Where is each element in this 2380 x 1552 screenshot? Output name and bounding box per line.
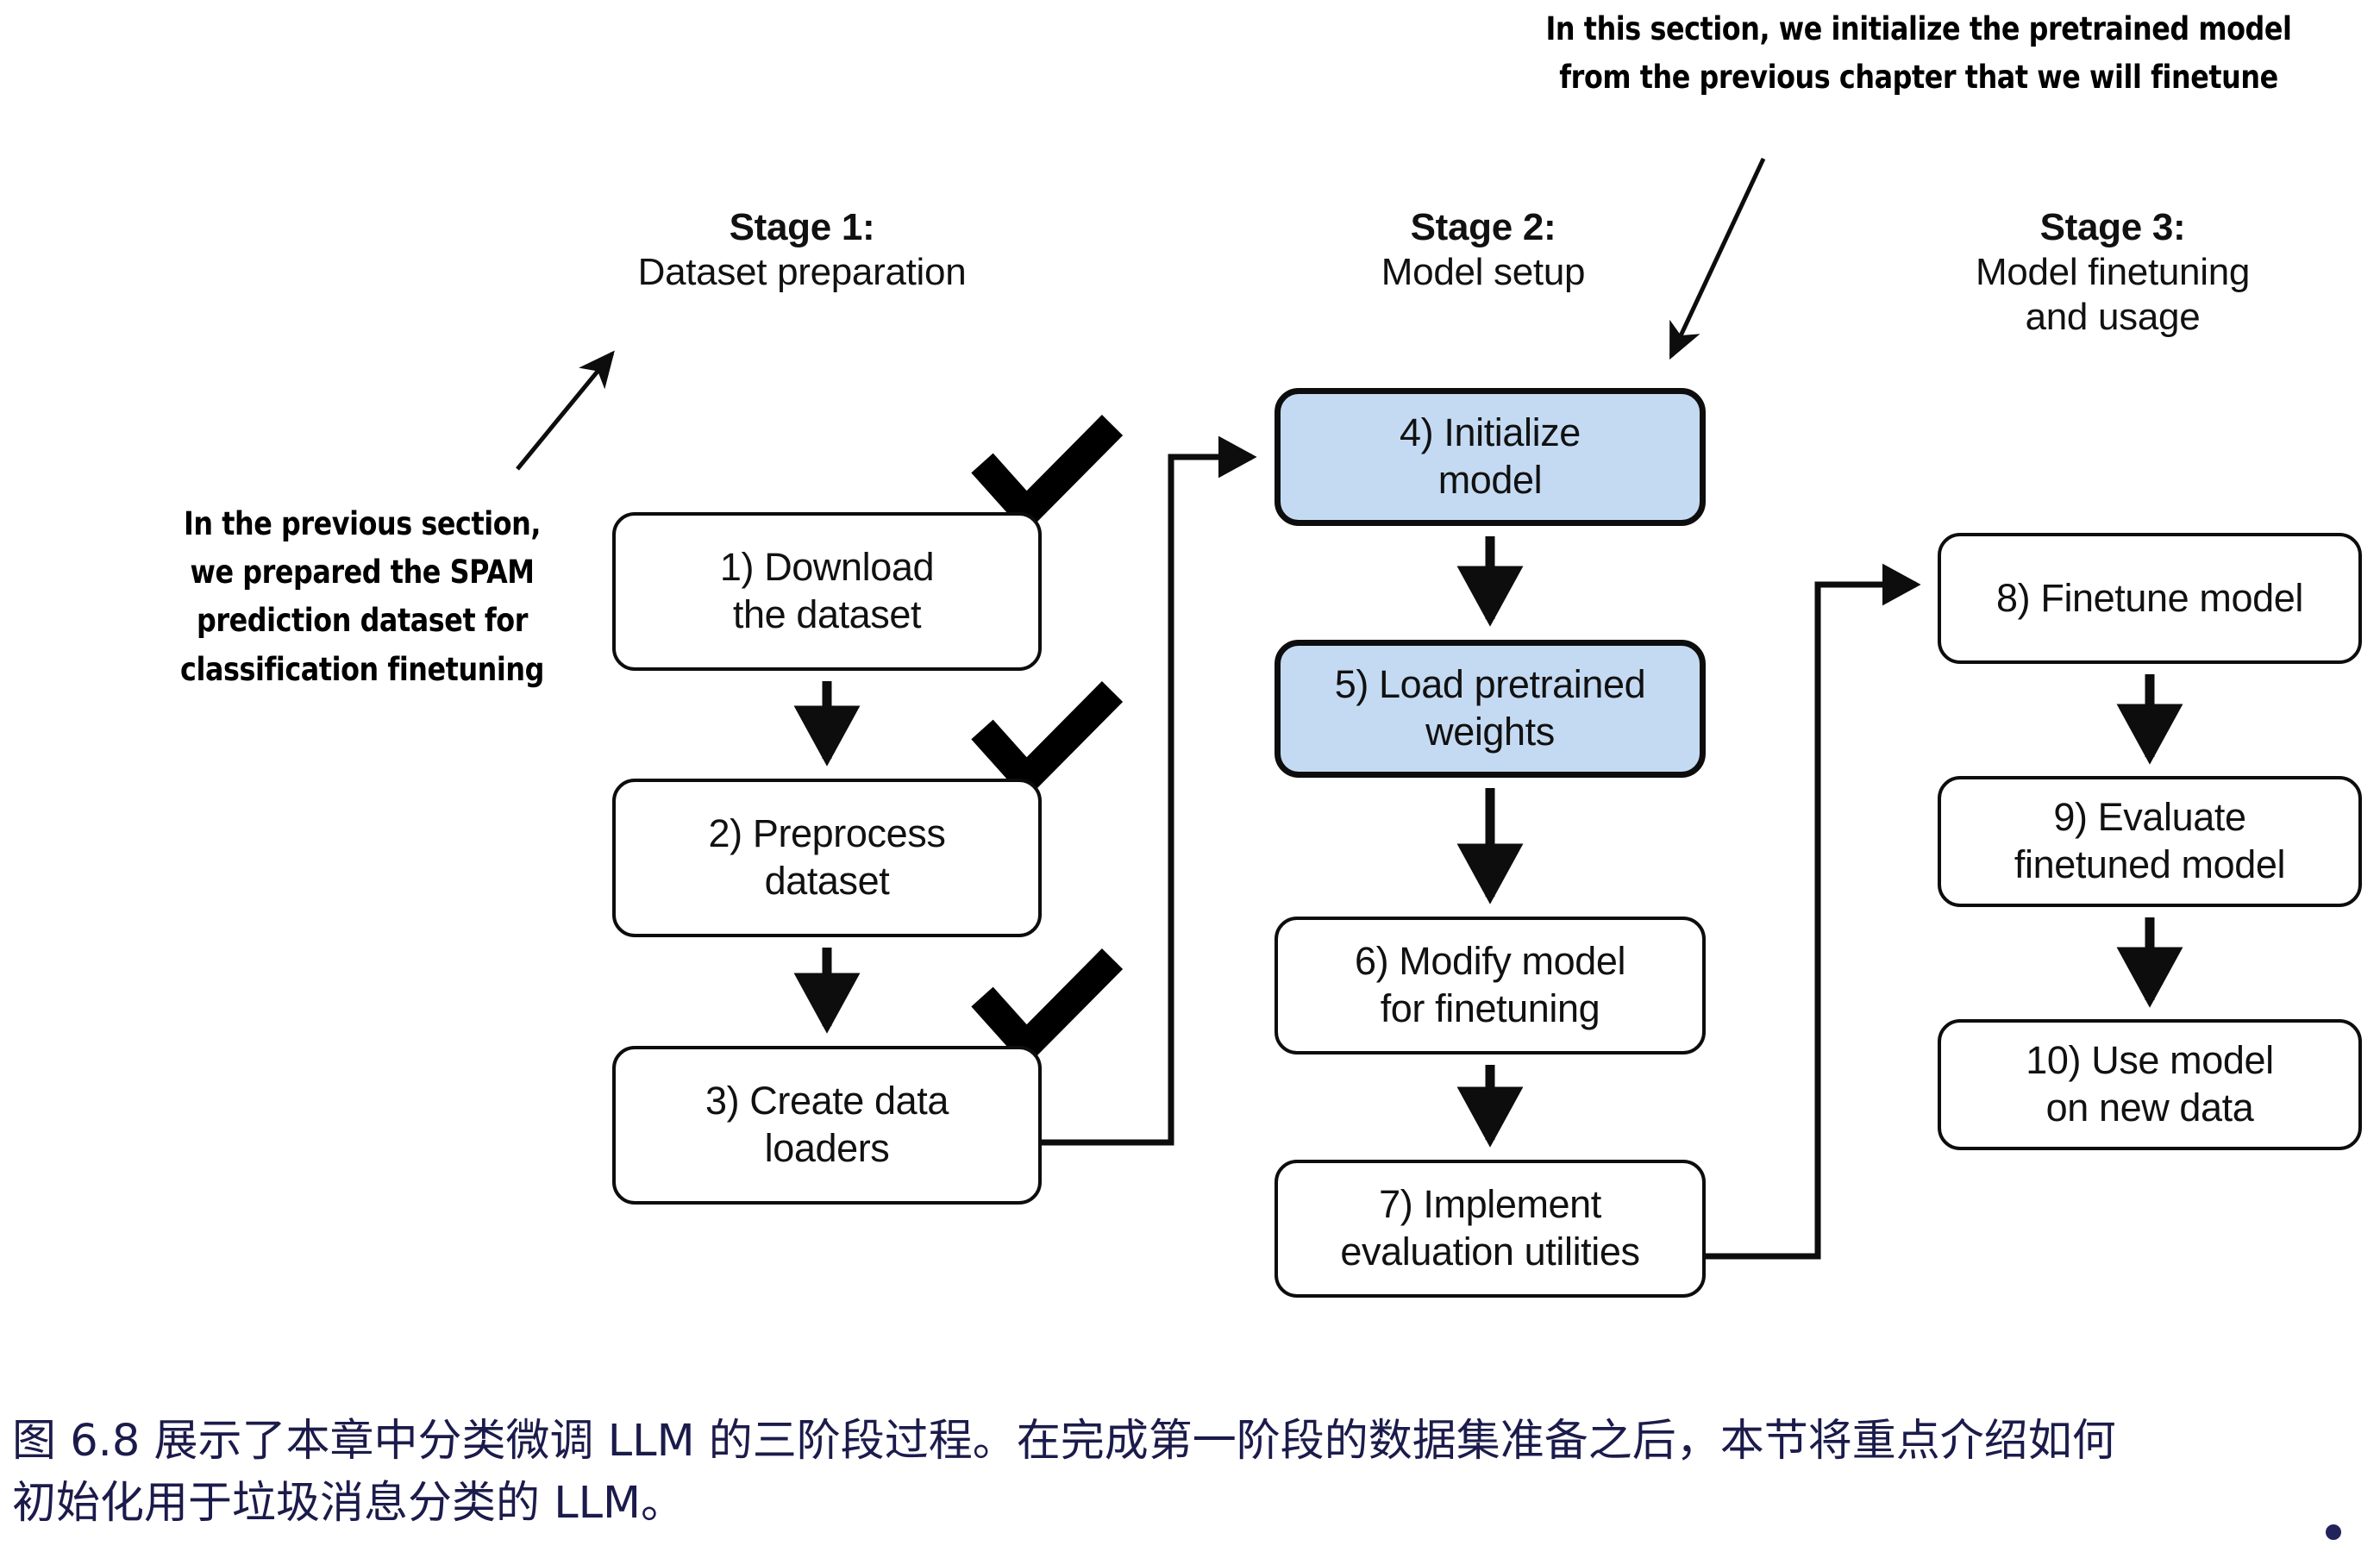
flow-box-download-dataset[interactable]: 1) Download the dataset	[612, 512, 1042, 671]
stage-1-header: Stage 1: Dataset preparation	[535, 205, 1069, 295]
flow-box-1-line-2: the dataset	[732, 592, 922, 636]
flow-box-10-line-2: on new data	[2045, 1086, 2254, 1130]
flow-box-5-line-1: 5) Load pretrained	[1334, 662, 1646, 707]
annotation-left: In the previous section, we prepared the…	[147, 500, 578, 694]
stage-3-title: Stage 3:	[2039, 206, 2186, 248]
flow-box-initialize-model[interactable]: 4) Initialize model	[1275, 388, 1706, 526]
flow-box-9-line-2: finetuned model	[2014, 842, 2286, 886]
flow-box-2-line-1: 2) Preprocess	[708, 811, 946, 856]
stage-1-subtitle: Dataset preparation	[637, 250, 967, 293]
flow-box-1-line-1: 1) Download	[719, 545, 935, 590]
stage-2-title: Stage 2:	[1410, 206, 1556, 248]
annotation-left-line-4: classification finetuning	[180, 650, 544, 688]
flow-box-3-line-2: loaders	[764, 1126, 890, 1170]
flow-box-9-line-1: 9) Evaluate	[2053, 795, 2246, 840]
flow-box-create-data-loaders[interactable]: 3) Create data loaders	[612, 1046, 1042, 1205]
flow-box-2-line-2: dataset	[764, 859, 890, 903]
stage-3-header: Stage 3: Model finetuning and usage	[1854, 205, 2371, 340]
flow-box-use-model-on-new-data[interactable]: 10) Use model on new data	[1938, 1019, 2362, 1150]
stage-2-subtitle: Model setup	[1381, 250, 1586, 293]
flow-box-7-line-1: 7) Implement	[1379, 1182, 1601, 1227]
flow-box-4-line-2: model	[1437, 458, 1543, 502]
annotation-arrow-left	[516, 350, 615, 471]
stage-2-header: Stage 2: Model setup	[1242, 205, 1725, 295]
flow-box-4-line-1: 4) Initialize	[1400, 410, 1581, 455]
flow-box-7-line-2: evaluation utilities	[1340, 1230, 1640, 1274]
flow-box-3-line-1: 3) Create data	[705, 1079, 949, 1123]
flow-box-evaluate-finetuned-model[interactable]: 9) Evaluate finetuned model	[1938, 776, 2362, 907]
flow-box-8-line-1: 8) Finetune model	[1996, 575, 2303, 620]
stage-3-subtitle-line-2: and usage	[2025, 295, 2201, 338]
annotation-top-right-line-1: In this section, we initialize the pretr…	[1545, 10, 2292, 47]
annotation-top-right: In this section, we initialize the pretr…	[1530, 5, 2308, 102]
checkmark-icon-box3	[971, 948, 1124, 1067]
annotation-left-line-2: we prepared the SPAM	[190, 554, 535, 591]
connector-stage1-to-stage2	[1042, 435, 1257, 1146]
checkmark-icon-box2	[971, 681, 1124, 800]
figure-caption-line-1: 图 6.8 展示了本章中分类微调 LLM 的三阶段过程。在完成第一阶段的数据集准…	[12, 1416, 2116, 1467]
checkmark-icon-box1	[971, 415, 1124, 534]
flow-box-finetune-model[interactable]: 8) Finetune model	[1938, 533, 2362, 664]
flow-box-load-pretrained-weights[interactable]: 5) Load pretrained weights	[1275, 640, 1706, 778]
annotation-left-line-1: In the previous section,	[183, 505, 542, 542]
figure-caption-line-2: 初始化用于垃圾消息分类的 LLM。	[12, 1478, 686, 1530]
stage-3-subtitle-line-1: Model finetuning	[1975, 250, 2251, 293]
stage-1-title: Stage 1:	[729, 206, 875, 248]
flow-box-5-line-2: weights	[1425, 710, 1555, 754]
flow-box-preprocess-dataset[interactable]: 2) Preprocess dataset	[612, 779, 1042, 937]
flow-box-6-line-2: for finetuning	[1380, 986, 1600, 1030]
annotation-left-line-3: prediction dataset for	[197, 602, 528, 640]
annotation-top-right-line-2: from the previous chapter that we will f…	[1559, 59, 2278, 97]
flow-box-modify-model[interactable]: 6) Modify model for finetuning	[1275, 917, 1706, 1054]
flow-box-6-line-1: 6) Modify model	[1354, 939, 1626, 984]
connector-stage2-to-stage3	[1706, 563, 1921, 1260]
flow-box-10-line-1: 10) Use model	[2026, 1038, 2274, 1083]
figure-caption: 图 6.8 展示了本章中分类微调 LLM 的三阶段过程。在完成第一阶段的数据集准…	[12, 1411, 2366, 1536]
page-artifact-dot	[2326, 1524, 2341, 1540]
flow-box-implement-evaluation-utilities[interactable]: 7) Implement evaluation utilities	[1275, 1160, 1706, 1298]
